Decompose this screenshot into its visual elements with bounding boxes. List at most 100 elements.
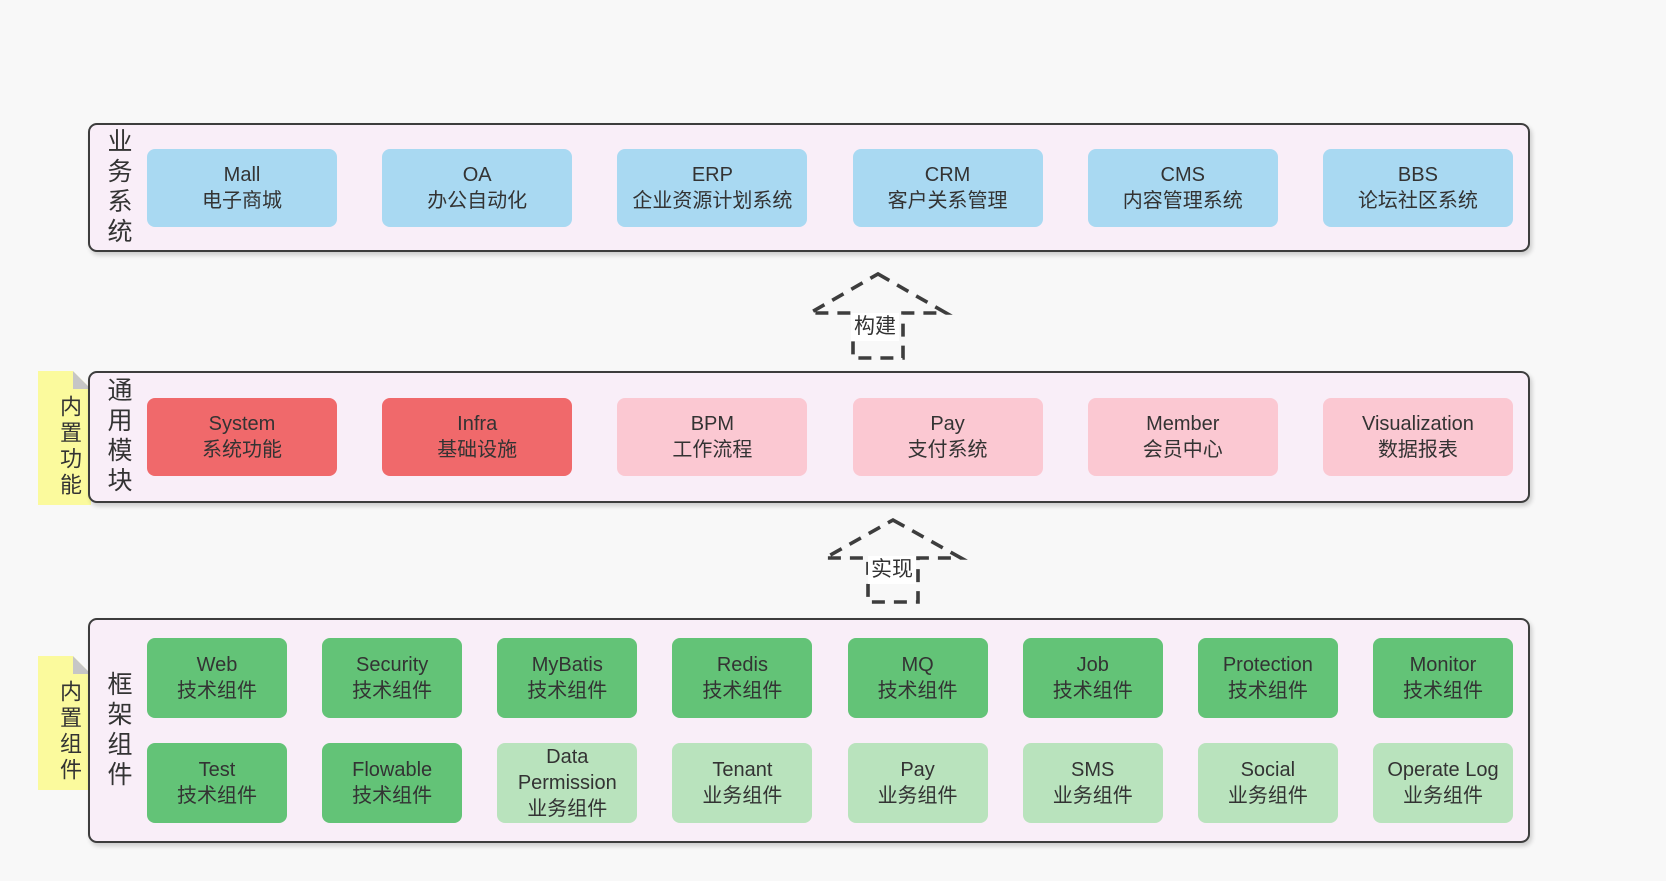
node-cms: CMS 内容管理系统 (1087, 148, 1278, 227)
node-subtitle: 数据报表 (1377, 439, 1458, 461)
node-protection: Protection 技术组件 (1197, 638, 1338, 718)
node-subtitle: 技术组件 (1052, 680, 1133, 702)
sticky-note-builtin-features: 内置功能 (38, 371, 91, 505)
node-title: Operate Log (1387, 759, 1499, 781)
node-security: Security 技术组件 (322, 638, 463, 718)
node-bbs: BBS 论坛社区系统 (1322, 148, 1513, 227)
node-subtitle: 工作流程 (672, 439, 753, 461)
node-job: Job 技术组件 (1022, 638, 1163, 718)
node-subtitle: 企业资源计划系统 (632, 189, 793, 212)
node-title: Redis (716, 654, 768, 676)
node-operate-log: Operate Log 业务组件 (1372, 743, 1513, 823)
node-subtitle: 办公自动化 (427, 189, 528, 212)
node-social: Social 业务组件 (1197, 743, 1338, 823)
node-title: Infra (457, 413, 498, 435)
node-subtitle: 基础设施 (437, 439, 518, 461)
node-title: Member (1146, 413, 1220, 435)
node-system: System 系统功能 (147, 398, 337, 476)
node-infra: Infra 基础设施 (382, 398, 573, 476)
node-title: System (208, 413, 276, 435)
node-flowable: Flowable 技术组件 (322, 743, 463, 823)
layer-common-modules: 通用模块 System 系统功能 Infra 基础设施 BPM 工作流程 Pay… (88, 371, 1530, 503)
node-subtitle: 技术组件 (1227, 680, 1308, 702)
layer-content: System 系统功能 Infra 基础设施 BPM 工作流程 Pay 支付系统… (147, 373, 1513, 501)
node-crm: CRM 客户关系管理 (852, 148, 1043, 227)
node-subtitle: 论坛社区系统 (1357, 189, 1478, 212)
node-subtitle: 电子商城 (202, 189, 282, 212)
node-subtitle: 技术组件 (352, 680, 433, 702)
node-subtitle: 业务组件 (702, 785, 783, 807)
implement-arrow-icon (818, 517, 968, 604)
node-subtitle: 支付系统 (907, 439, 988, 461)
node-subtitle: 业务组件 (1227, 785, 1308, 807)
node-tenant: Tenant 业务组件 (672, 743, 813, 823)
node-monitor: Monitor 技术组件 (1372, 638, 1513, 718)
node-title: Visualization (1361, 413, 1474, 435)
node-title: Mall (223, 163, 261, 186)
layer-title: 通用模块 (104, 377, 132, 497)
node-title: MyBatis (531, 654, 603, 676)
node-web: Web 技术组件 (147, 638, 287, 718)
node-title: Monitor (1409, 654, 1477, 676)
node-bpm: BPM 工作流程 (617, 398, 808, 476)
layer-business-systems: 业务系统 Mall 电子商城 OA 办公自动化 ERP 企业资源计划系统 CRM… (88, 123, 1530, 252)
node-title: CRM (924, 163, 971, 186)
implement-arrow-label: 实现 (868, 556, 916, 584)
node-title: Pay (900, 759, 935, 781)
layer-framework-components: 框架组件 Web 技术组件 Security 技术组件 MyBatis 技术组件… (88, 618, 1530, 843)
node-title: Job (1076, 654, 1109, 676)
build-arrow-icon (803, 271, 953, 360)
node-subtitle: 业务组件 (1402, 785, 1483, 807)
node-subtitle: 技术组件 (527, 680, 608, 702)
layer-title: 业务系统 (104, 127, 132, 248)
node-subtitle: 客户关系管理 (887, 189, 1008, 212)
node-subtitle: 技术组件 (177, 785, 257, 807)
node-subtitle: 技术组件 (702, 680, 783, 702)
node-title: Tenant (712, 759, 773, 781)
node-subtitle: 会员中心 (1142, 439, 1223, 461)
node-subtitle: 技术组件 (177, 680, 257, 702)
node-mybatis: MyBatis 技术组件 (497, 638, 638, 718)
node-title: OA (462, 163, 492, 186)
node-subtitle: 技术组件 (877, 680, 958, 702)
build-arrow-label: 构建 (851, 313, 899, 341)
node-subtitle: 技术组件 (352, 785, 433, 807)
layer-content: Web 技术组件 Security 技术组件 MyBatis 技术组件 Redi… (147, 620, 1513, 841)
node-title: Flowable (352, 759, 433, 781)
node-title: Data Permission (517, 746, 617, 794)
node-title: Web (196, 654, 238, 676)
node-subtitle: 业务组件 (527, 798, 608, 820)
node-subtitle: 系统功能 (202, 439, 282, 461)
node-title: Protection (1222, 654, 1313, 676)
node-title: MQ (901, 654, 934, 676)
layer-content: Mall 电子商城 OA 办公自动化 ERP 企业资源计划系统 CRM 客户关系… (147, 125, 1513, 250)
node-test: Test 技术组件 (147, 743, 287, 823)
node-mq: MQ 技术组件 (847, 638, 988, 718)
sticky-note-label: 内置功能 (57, 395, 82, 499)
node-subtitle: 技术组件 (1402, 680, 1483, 702)
node-subtitle: 业务组件 (1052, 785, 1133, 807)
node-member: Member 会员中心 (1087, 398, 1278, 476)
sticky-note-label: 内置组件 (57, 680, 82, 784)
node-pay-module: Pay 支付系统 (852, 398, 1043, 476)
node-title: ERP (691, 163, 733, 186)
node-sms: SMS 业务组件 (1022, 743, 1163, 823)
component-row-2: Test 技术组件 Flowable 技术组件 Data Permission … (147, 743, 1513, 823)
node-title: SMS (1071, 759, 1115, 781)
node-title: BBS (1397, 163, 1438, 186)
node-subtitle: 内容管理系统 (1122, 189, 1243, 212)
node-title: Pay (930, 413, 965, 435)
node-title: Test (198, 759, 236, 781)
node-mall: Mall 电子商城 (147, 148, 337, 227)
node-title: CMS (1160, 163, 1205, 186)
node-title: Social (1240, 759, 1296, 781)
node-oa: OA 办公自动化 (382, 148, 573, 227)
node-redis: Redis 技术组件 (672, 638, 813, 718)
node-erp: ERP 企业资源计划系统 (617, 148, 808, 227)
node-title: Security (356, 654, 429, 676)
node-title: BPM (690, 413, 735, 435)
node-subtitle: 业务组件 (877, 785, 958, 807)
sticky-note-builtin-components: 内置组件 (38, 656, 91, 790)
node-visualization: Visualization 数据报表 (1322, 398, 1513, 476)
